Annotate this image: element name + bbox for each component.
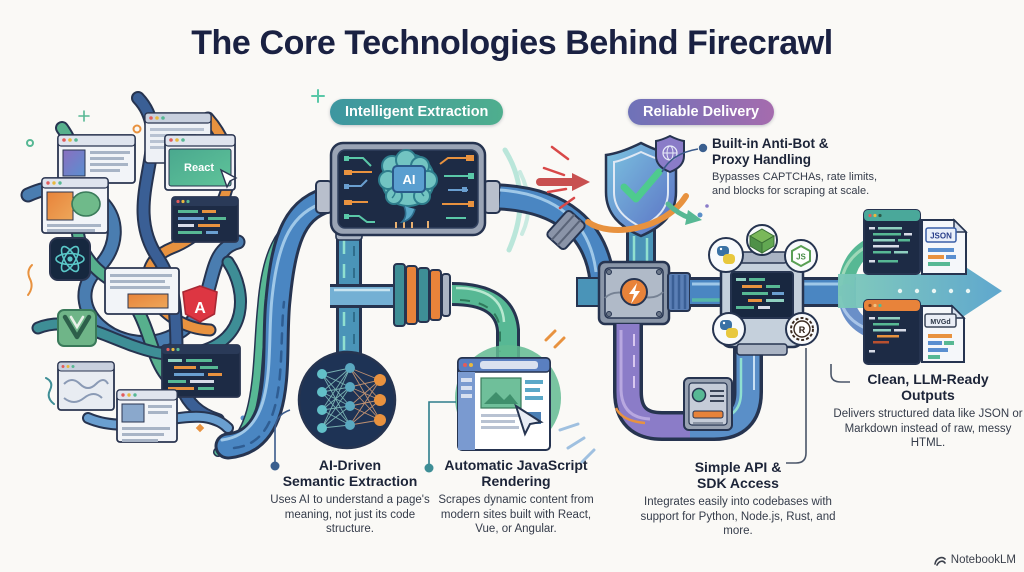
lightning-icon <box>629 283 640 304</box>
page-title: The Core Technologies Behind Firecrawl <box>191 24 833 62</box>
sticker-blob <box>71 191 101 217</box>
blocked-arrow-head <box>572 173 590 191</box>
neural-network-icon <box>297 350 397 450</box>
browser-window <box>104 267 180 315</box>
feature-ai-extraction-title: AI-Driven Semantic Extraction <box>282 457 418 490</box>
feature-anti-bot: Built-in Anti-Bot & Proxy Handling Bypas… <box>712 136 890 199</box>
converging-pipe <box>213 184 348 460</box>
cursor-icon <box>219 168 238 189</box>
json-code-window <box>863 209 921 275</box>
feature-api-sdk-body: Integrates easily into codebases with su… <box>640 496 836 538</box>
pipe-ai-to-junction <box>499 183 616 283</box>
messy-web-cluster: React <box>41 112 241 443</box>
markdown-file-label: MVGd <box>930 319 950 326</box>
pass-arrow-head <box>685 210 702 225</box>
notebooklm-icon <box>933 556 946 566</box>
watermark: NotebookLM <box>933 554 1016 566</box>
ai-chip-label: AI <box>403 172 416 187</box>
react-window: React <box>164 134 238 191</box>
feature-api-sdk-title: Simple API & SDK Access <box>694 459 782 492</box>
browser-window <box>41 177 109 234</box>
feature-js-rendering: Automatic JavaScript Rendering Scrapes d… <box>430 457 602 537</box>
cursor-icon <box>514 403 544 437</box>
callout-connectors <box>270 143 850 473</box>
circuit-traces <box>344 155 474 228</box>
json-file-icon: JSON <box>921 218 968 275</box>
code-window <box>161 344 241 398</box>
nodejs-cube-icon <box>746 224 778 256</box>
swoosh-arrow <box>585 193 689 233</box>
feature-api-sdk: Simple API & SDK Access Integrates easil… <box>638 459 838 539</box>
feature-ai-extraction-body: Uses AI to understand a page's meaning, … <box>270 494 430 536</box>
json-file-label: JSON <box>930 232 952 241</box>
sdk-hub: JS R <box>708 224 856 356</box>
angular-letter: A <box>194 300 206 317</box>
rust-icon: R <box>785 312 819 346</box>
watermark-label: NotebookLM <box>950 554 1016 566</box>
vue-logo-icon <box>57 309 97 347</box>
react-logo-icon <box>49 237 91 281</box>
wireframe-window <box>57 361 115 411</box>
ai-chip: AI <box>392 165 426 193</box>
junction-box <box>576 260 730 326</box>
badge-reliable-delivery: Reliable Delivery <box>628 99 775 125</box>
control-panel <box>683 377 733 431</box>
rust-letter: R <box>799 325 806 335</box>
badge-intelligent-extraction: Intelligent Extraction <box>330 99 504 125</box>
feature-js-rendering-body: Scrapes dynamic content from modern site… <box>438 494 594 536</box>
render-browser-window <box>455 345 561 451</box>
python-icon <box>708 237 744 273</box>
js-hexagon-label: JS <box>796 253 806 262</box>
angular-logo-icon: A <box>182 285 218 323</box>
python-icon <box>712 312 746 346</box>
feature-anti-bot-body: Bypasses CAPTCHAs, rate limits, and bloc… <box>712 171 878 198</box>
code-window <box>171 196 239 243</box>
ai-processor-box: AI <box>315 141 501 237</box>
markdown-file-icon: MVGd <box>921 304 966 363</box>
pipe-coupling <box>330 263 520 362</box>
feature-anti-bot-title: Built-in Anti-Bot & Proxy Handling <box>712 136 829 167</box>
nodejs-hexagon-icon: JS <box>784 239 818 273</box>
feature-clean-outputs-title: Clean, LLM-Ready Outputs <box>867 371 989 404</box>
globe-shield-icon <box>655 134 685 174</box>
browser-window <box>116 389 178 443</box>
browser-window <box>57 134 136 184</box>
react-window-label: React <box>184 162 214 174</box>
feature-clean-outputs-body: Delivers structured data like JSON or Ma… <box>833 408 1023 450</box>
feature-ai-extraction: AI-Driven Semantic Extraction Uses AI to… <box>266 457 434 537</box>
feature-js-rendering-title: Automatic JavaScript Rendering <box>444 457 588 490</box>
feature-clean-outputs: Clean, LLM-Ready Outputs Delivers struct… <box>833 371 1023 451</box>
markdown-code-window <box>863 299 921 365</box>
